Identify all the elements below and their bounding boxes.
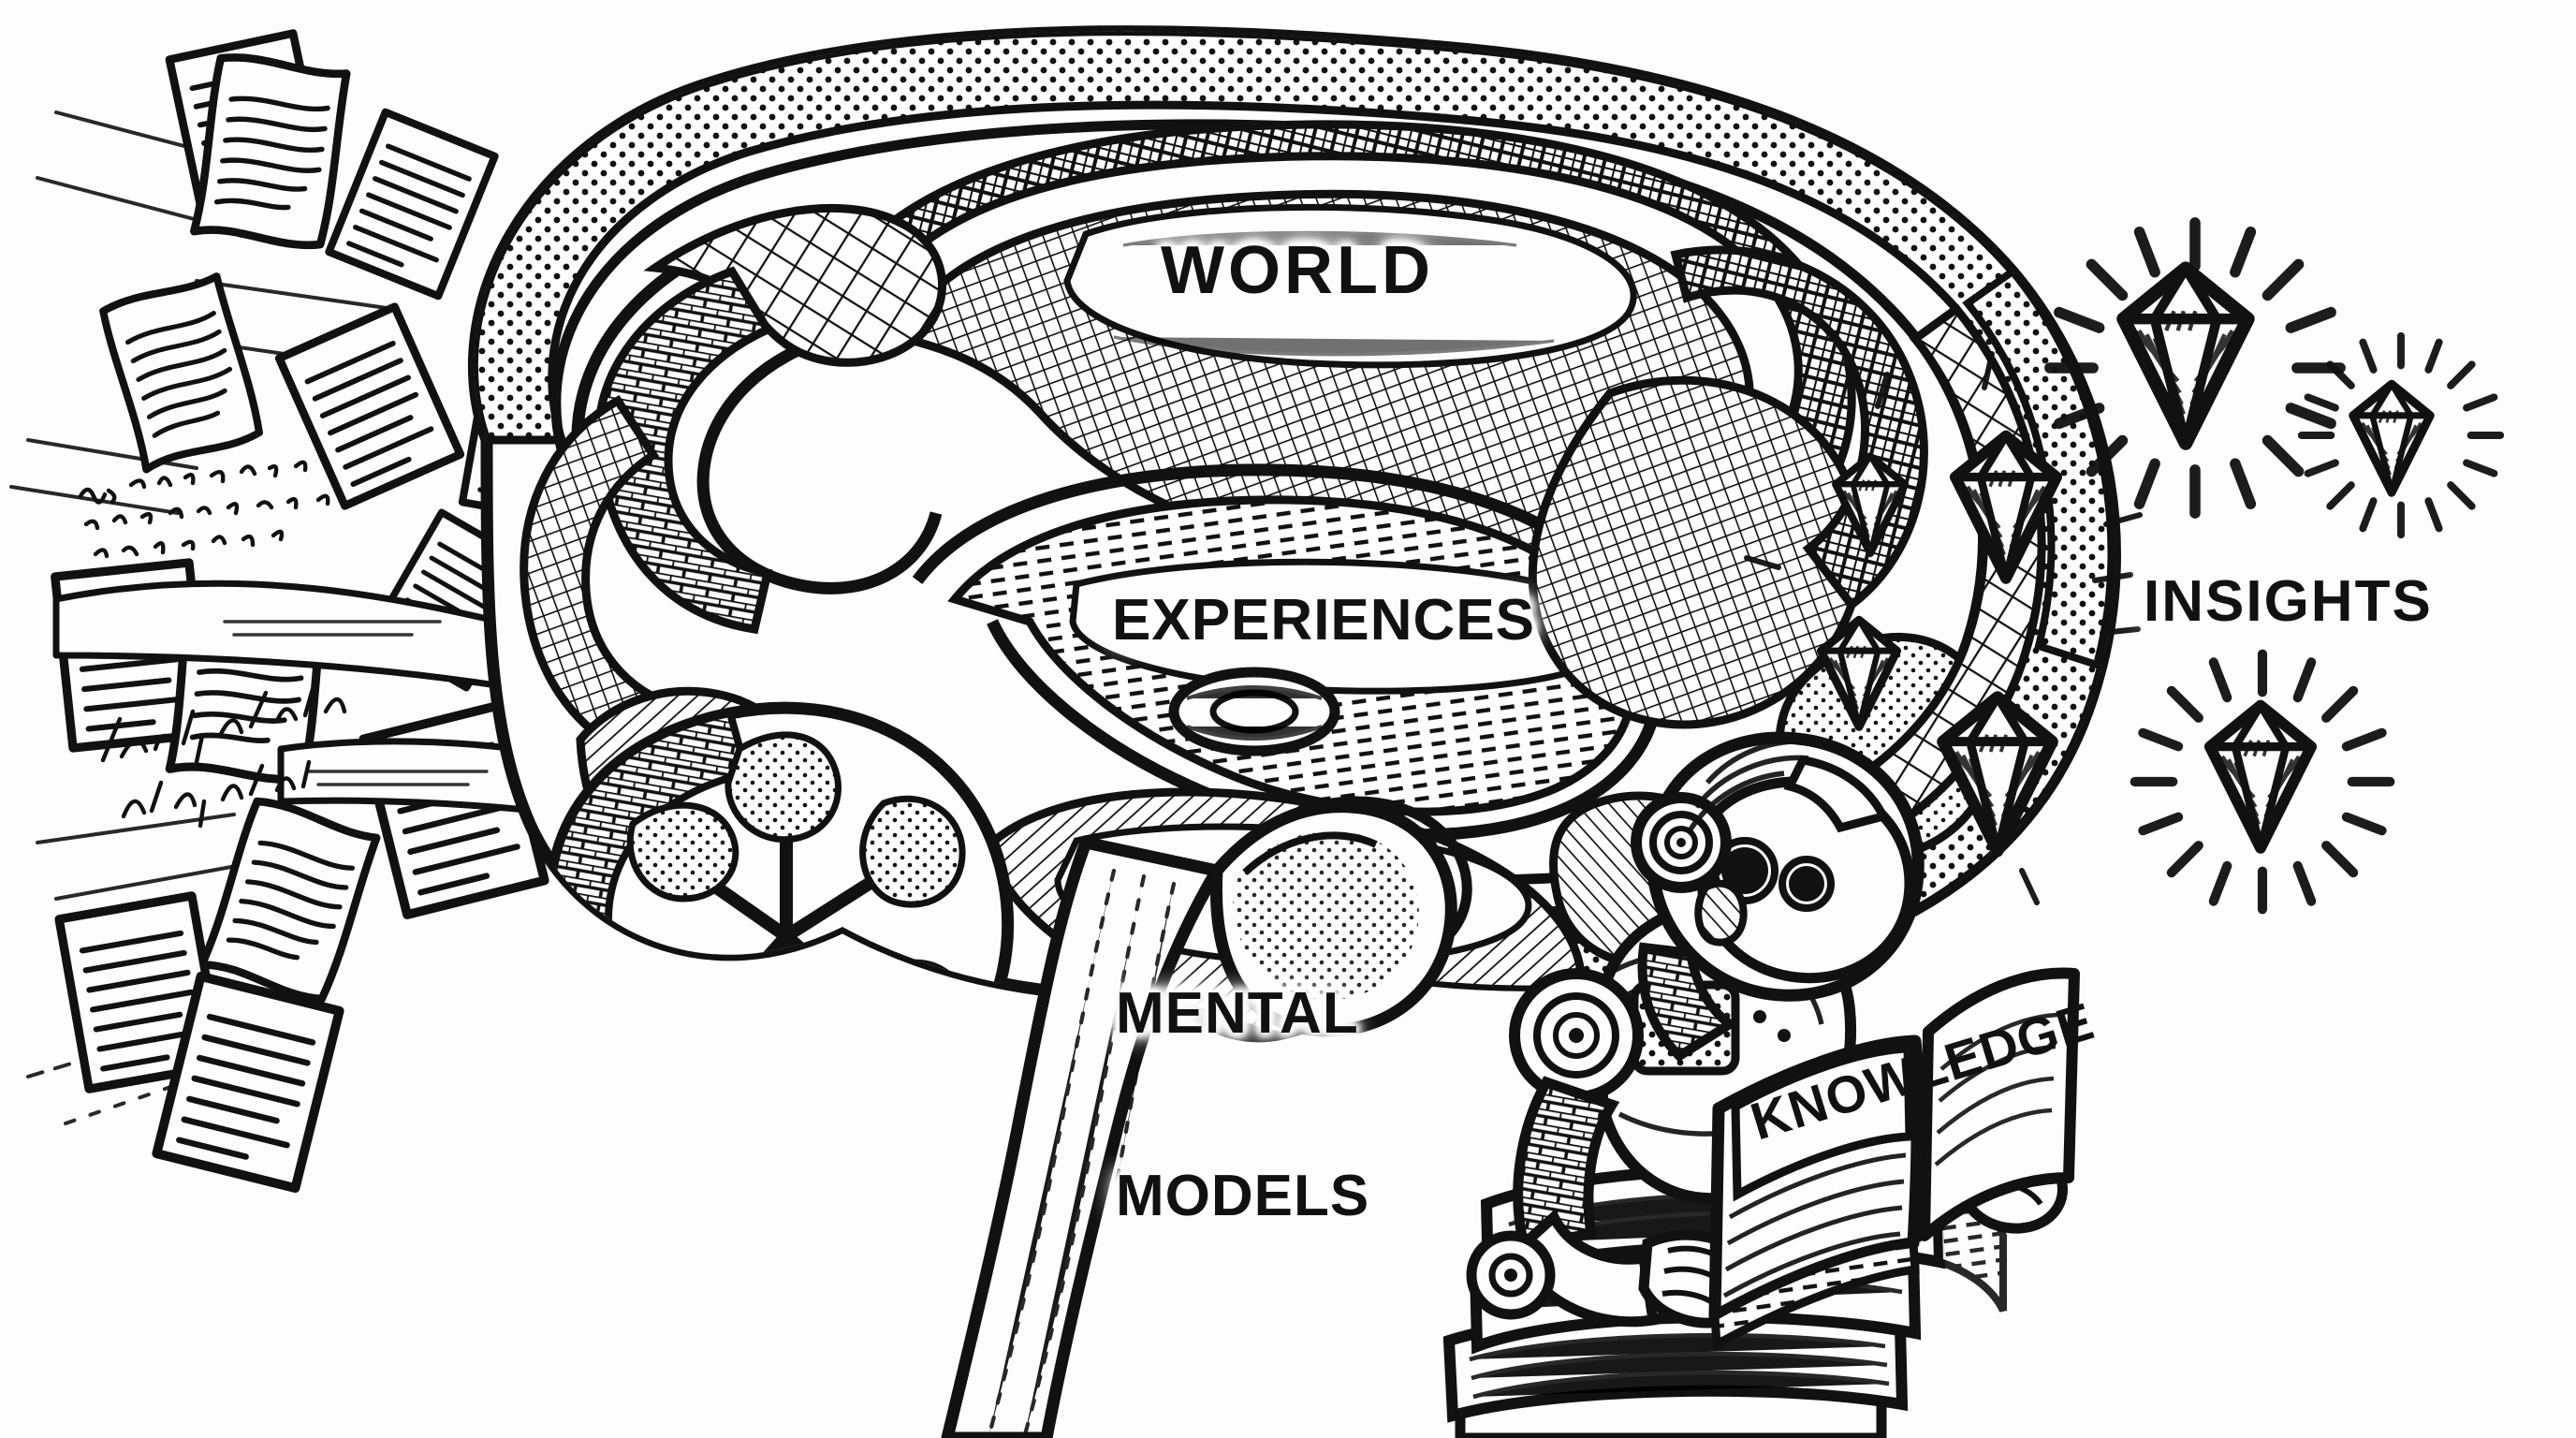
robot-eye-icon [1721, 847, 1768, 894]
scribble-text [78, 460, 347, 829]
label-insights: INSIGHTS [2144, 569, 2433, 634]
robot-head [1631, 731, 1925, 1063]
label-mental-models: MENTAL MODELS [1116, 861, 1369, 1349]
label-mental-models-line1: MENTAL [1116, 981, 1359, 1047]
label-mental-models-line2: MODELS [1116, 1164, 1370, 1229]
knowledge-book: KNOWLEDGE [1708, 967, 2100, 1352]
robot-eye-icon [1789, 866, 1824, 902]
label-world: WORLD [1161, 233, 1434, 308]
reading-robot-group: KNOWLEDGE [1442, 731, 2100, 1438]
label-experiences: EXPERIENCES [1112, 588, 1536, 653]
